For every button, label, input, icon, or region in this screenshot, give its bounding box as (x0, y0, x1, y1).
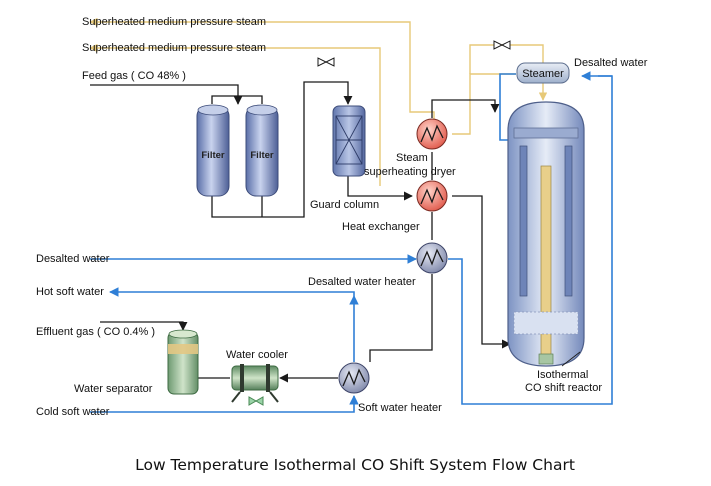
reactor-label-1: Isothermal (537, 369, 588, 381)
feed-gas-label: Feed gas ( CO 48% ) (82, 70, 186, 82)
heat-exchanger (416, 180, 448, 212)
valve-cooler-icon[interactable] (248, 396, 264, 406)
heat-exchanger-label: Heat exchanger (342, 221, 420, 233)
filter-2: Filter (245, 104, 279, 197)
water-cooler-label: Water cooler (226, 349, 288, 361)
valve-steam-icon[interactable] (317, 57, 335, 67)
hot-soft-water-label: Hot soft water (36, 286, 104, 298)
water-separator (167, 329, 199, 395)
steam-dryer-label-1: Steam (396, 152, 428, 164)
gas-lines (90, 81, 511, 383)
guard-column (332, 105, 366, 177)
desalted-water-steamer-label: Desalted water (574, 57, 648, 69)
desalted-water-heater-label: Desalted water heater (308, 276, 416, 288)
steam-top-label: Superheated medium pressure steam (82, 16, 266, 28)
reactor-label-2: CO shift reactor (525, 382, 602, 394)
isothermal-co-shift-reactor (507, 101, 585, 367)
steamer-label: Steamer (522, 68, 564, 80)
filter-1: Filter (196, 104, 230, 197)
water-cooler (231, 364, 279, 403)
reactor-leader-line (561, 351, 581, 367)
chart-title: Low Temperature Isothermal CO Shift Syst… (135, 456, 575, 474)
steam-lines (89, 17, 548, 186)
desalted-water-heater (416, 242, 448, 274)
steam-superheating-dryer (416, 118, 448, 150)
guard-column-label: Guard column (310, 199, 379, 211)
effluent-gas-label: Effluent gas ( CO 0.4% ) (36, 326, 155, 338)
valve-steamer-icon[interactable] (493, 40, 511, 50)
filter-1-label: Filter (201, 150, 225, 161)
soft-water-heater-label: Soft water heater (358, 402, 442, 414)
cold-soft-water-label: Cold soft water (36, 406, 110, 418)
soft-water-heater (338, 362, 370, 394)
steam-second-label: Superheated medium pressure steam (82, 42, 266, 54)
water-separator-label: Water separator (74, 383, 153, 395)
steam-dryer-label-2: superheating dryer (364, 166, 456, 178)
filter-2-label: Filter (250, 150, 274, 161)
steamer: Steamer (516, 62, 570, 84)
desalted-water-label: Desalted water (36, 253, 110, 265)
